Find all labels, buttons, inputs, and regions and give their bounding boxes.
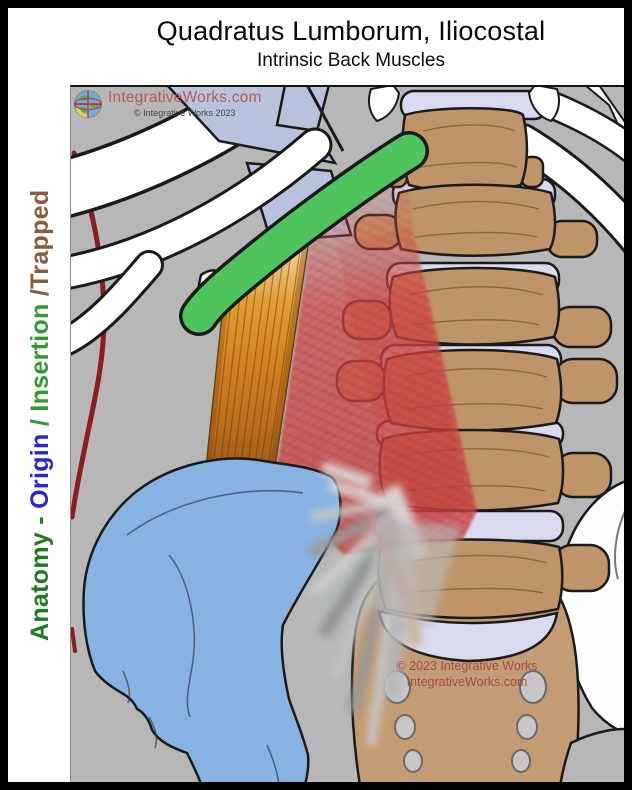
rib-band-lower xyxy=(71,253,161,353)
rib-cage-upper-right xyxy=(505,87,624,253)
ql-edge-shade-right xyxy=(268,244,308,472)
right-rib12 xyxy=(508,126,624,249)
legend-origin: Origin xyxy=(26,433,54,509)
ilium-contour-lines xyxy=(122,490,304,782)
header: Quadratus Lumborum, Iliocostal Intrinsic… xyxy=(72,16,624,72)
iliocostalis-muscle xyxy=(276,151,477,555)
iliocostalis-shade xyxy=(337,227,469,539)
scapula-edge-line xyxy=(306,87,345,152)
costal-facet-right xyxy=(527,87,560,123)
l2-tp-right xyxy=(551,305,613,349)
legend-insertion: / Insertion xyxy=(26,303,54,434)
branding-texts: IntegrativeWorks.com © Integrative Works… xyxy=(108,89,262,118)
green-rib xyxy=(182,134,426,333)
sciatic-notch-right xyxy=(559,727,624,782)
site-name: IntegrativeWorks.com xyxy=(108,89,262,106)
branding-block: IntegrativeWorks.com © Integrative Works… xyxy=(73,89,262,119)
logo-copyright: © Integrative Works 2023 xyxy=(134,108,236,118)
ilium-body xyxy=(82,457,342,782)
ilium-inner-line xyxy=(614,511,624,580)
globe-icon xyxy=(73,89,103,119)
legend-trapped: /Trapped xyxy=(26,189,54,304)
page-title: Quadratus Lumborum, Iliocostal xyxy=(156,16,546,46)
l3-tp-right xyxy=(553,357,619,405)
watermark-line1: © 2023 Integrative Works xyxy=(396,659,538,673)
side-legend: Anatomy - Origin / Insertion /Trapped xyxy=(16,85,66,782)
illustration-panel: IntegrativeWorks.com © Integrative Works… xyxy=(70,85,624,782)
legend-anatomy: Anatomy - xyxy=(26,508,54,641)
legend-text: Anatomy - Origin / Insertion /Trapped xyxy=(26,190,55,641)
right-rib1 xyxy=(535,91,624,160)
blue-ilium-origin xyxy=(82,457,342,782)
costal-facet-left xyxy=(368,87,401,123)
anatomy-illustration xyxy=(71,87,624,782)
rib-band-mid xyxy=(71,130,330,287)
blurred-muscle-fan xyxy=(306,461,461,746)
watermark-line2: IntegrativeWorks.com xyxy=(406,674,528,689)
corner-gray-band xyxy=(599,87,624,123)
green-rib12-insertion xyxy=(179,131,429,336)
watermark: © 2023 Integrative Works IntegrativeWork… xyxy=(361,659,573,690)
vertebra-l1 xyxy=(394,183,557,257)
page-subtitle: Intrinsic Back Muscles xyxy=(257,50,445,71)
